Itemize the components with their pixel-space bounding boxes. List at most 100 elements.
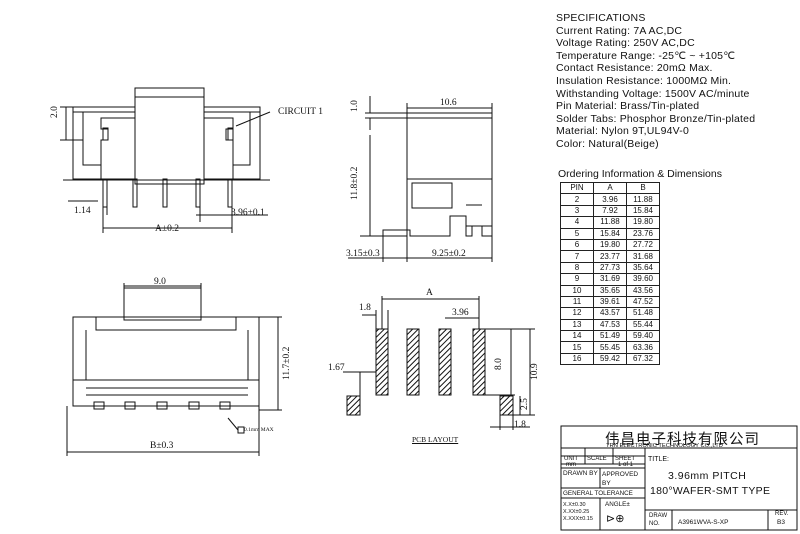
circuit1-label: CIRCUIT 1 bbox=[278, 107, 323, 117]
pcb-dim-1-67: 1.67 bbox=[328, 363, 345, 373]
cell-b: 23.76 bbox=[626, 227, 660, 240]
dim-11-8: 11.8±0.2 bbox=[350, 166, 360, 200]
ordering-header-row: PIN A B bbox=[560, 181, 660, 195]
front-view-top bbox=[60, 87, 271, 233]
ordering-title: Ordering Information & Dimensions bbox=[558, 168, 722, 180]
dim-9-25: 9.25±0.2 bbox=[432, 249, 466, 259]
spec-line: Withstanding Voltage: 1500V AC/minute bbox=[556, 87, 750, 100]
dim-11-7: 11.7±0.2 bbox=[282, 346, 292, 380]
cell-pin: 14 bbox=[560, 330, 594, 343]
dim-1-0: 1.0 bbox=[350, 100, 360, 112]
pcb-dim-3-96: 3.96 bbox=[452, 308, 469, 318]
tolerance-1: X.X±0.30 bbox=[563, 502, 586, 508]
cell-pin: 8 bbox=[560, 261, 594, 275]
cell-pin: 12 bbox=[560, 307, 594, 320]
angle-label: ANGLE± bbox=[605, 501, 630, 508]
title-label: TITLE: bbox=[648, 456, 670, 463]
approved-by-label: APPROVED BY bbox=[602, 471, 639, 487]
dim-3-15: 3.15±0.3 bbox=[346, 249, 380, 259]
company-name-en: TRN ELECTRONIC TECHNOLOGY CO.,LTD bbox=[606, 443, 723, 449]
title-block-frame bbox=[560, 425, 798, 531]
cell-pin: 11 bbox=[560, 295, 594, 309]
pcb-dim-1-8: 1.8 bbox=[359, 303, 371, 313]
drawn-by-label: DRAWN BY bbox=[563, 470, 598, 477]
spec-line: Insulation Resistance: 1000MΩ Min. bbox=[556, 74, 732, 87]
cell-a: 15.84 bbox=[593, 227, 627, 240]
unit-value: mm bbox=[566, 462, 576, 468]
pcb-dim-8-0: 8.0 bbox=[494, 358, 504, 370]
sheet-value: 1 of 1 bbox=[618, 462, 634, 468]
header-b: B bbox=[626, 181, 660, 195]
cell-b: 19.80 bbox=[626, 216, 660, 229]
cell-a: 35.65 bbox=[593, 284, 627, 297]
cell-pin: 5 bbox=[560, 227, 594, 240]
title-line-2: 180°WAFER-SMT TYPE bbox=[650, 485, 771, 497]
cell-a: 27.73 bbox=[593, 261, 627, 275]
cell-b: 63.36 bbox=[626, 341, 660, 354]
cell-a: 31.69 bbox=[593, 273, 627, 286]
cell-a: 3.96 bbox=[593, 193, 627, 206]
cell-b: 67.32 bbox=[626, 352, 660, 366]
spec-line: Material: Nylon 9T,UL94V-0 bbox=[556, 125, 690, 138]
dim-a: A±0.2 bbox=[155, 224, 179, 234]
cell-pin: 13 bbox=[560, 318, 594, 332]
spec-line: Contact Resistance: 20mΩ Max. bbox=[556, 62, 713, 75]
cell-pin: 9 bbox=[560, 273, 594, 286]
spec-line: Current Rating: 7A AC,DC bbox=[556, 24, 683, 37]
tolerance-2: X.XX±0.25 bbox=[563, 509, 590, 515]
cell-a: 7.92 bbox=[593, 204, 627, 218]
cell-a: 47.53 bbox=[593, 318, 627, 332]
cell-pin: 2 bbox=[560, 193, 594, 206]
cell-a: 51.49 bbox=[593, 330, 627, 343]
spec-line: Color: Natural(Beige) bbox=[556, 137, 659, 150]
general-tolerance-label: GENERAL TOLERANCE bbox=[563, 490, 633, 497]
cell-b: 59.40 bbox=[626, 330, 660, 343]
cell-b: 15.84 bbox=[626, 204, 660, 218]
cell-b: 51.48 bbox=[626, 307, 660, 320]
spec-line: Solder Tabs: Phosphor Bronze/Tin-plated bbox=[556, 112, 756, 125]
part-number: A3961WVA-S-XP bbox=[678, 519, 729, 526]
cell-b: 55.44 bbox=[626, 318, 660, 332]
cell-pin: 7 bbox=[560, 250, 594, 263]
dim-max: 0.1mm MAX bbox=[244, 427, 274, 433]
cell-pin: 3 bbox=[560, 204, 594, 218]
header-pin: PIN bbox=[560, 181, 594, 195]
side-view bbox=[348, 96, 493, 262]
dim-b: B±0.3 bbox=[150, 441, 174, 451]
cell-pin: 16 bbox=[560, 352, 594, 366]
cell-pin: 6 bbox=[560, 238, 594, 252]
tolerance-3: X.XXX±0.15 bbox=[563, 516, 593, 522]
dim-10-6: 10.6 bbox=[440, 98, 457, 108]
sheet-label: SHEET bbox=[615, 456, 636, 462]
header-a: A bbox=[593, 181, 627, 195]
cell-pin: 10 bbox=[560, 284, 594, 297]
unit-label: UNIT bbox=[564, 456, 578, 462]
title-line-1: 3.96mm PITCH bbox=[668, 470, 747, 482]
cell-b: 39.60 bbox=[626, 273, 660, 286]
rev-label: REV. bbox=[775, 511, 789, 517]
spec-line: Temperature Range: -25℃ ~ +105℃ bbox=[556, 49, 736, 62]
pcb-dim-1-8-bottom: 1.8 bbox=[514, 420, 526, 430]
projection-symbol-icon: ⊳⊕ bbox=[606, 513, 625, 525]
specifications-block: SPECIFICATIONS Current Rating: 7A AC,DC … bbox=[556, 12, 755, 151]
rev-value: B3 bbox=[777, 519, 785, 526]
cell-pin: 15 bbox=[560, 341, 594, 354]
pcb-dim-10-9: 10.9 bbox=[530, 363, 540, 380]
cell-a: 23.77 bbox=[593, 250, 627, 263]
cell-a: 19.80 bbox=[593, 238, 627, 252]
cell-b: 11.88 bbox=[626, 193, 660, 206]
cell-b: 35.64 bbox=[626, 261, 660, 275]
draw-no-label: DRAW NO. bbox=[649, 513, 668, 527]
scale-label: SCALE bbox=[587, 456, 607, 462]
